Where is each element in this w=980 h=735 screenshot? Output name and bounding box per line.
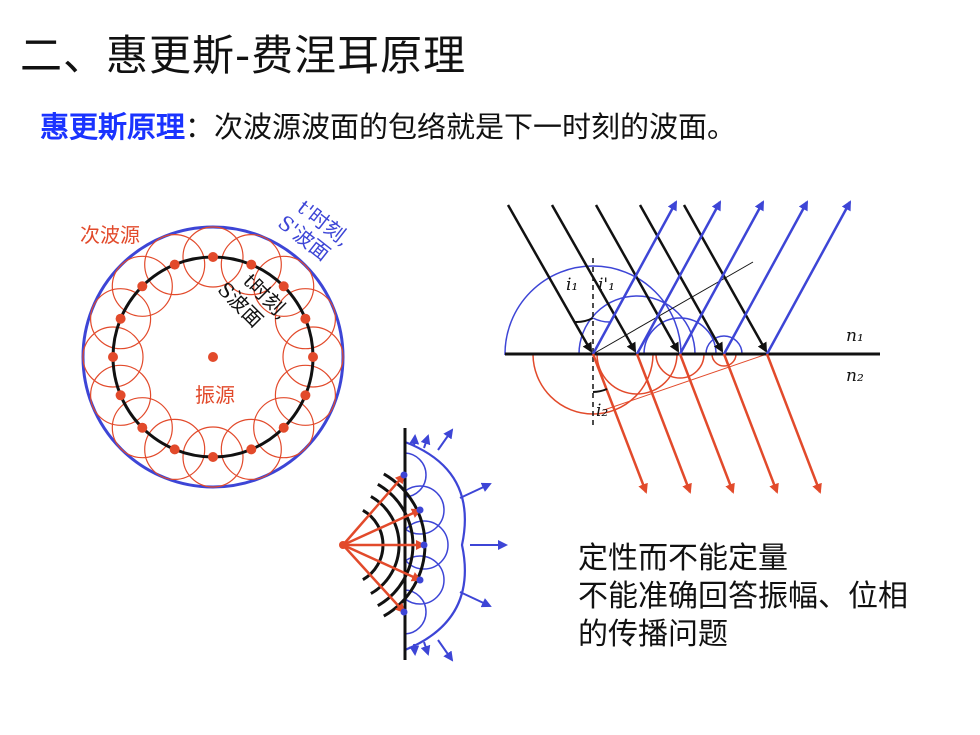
angle-arc-i1 (574, 317, 594, 324)
aperture-points (400, 471, 428, 616)
principle-statement: 惠更斯原理：次波源波面的包络就是下一时刻的波面。 (40, 104, 736, 146)
label-angle-i2: i₂ (596, 401, 608, 421)
note-line-1: 定性而不能定量 (578, 541, 788, 576)
aperture-diffraction-diagram (339, 428, 508, 662)
secondary-source-dot (137, 281, 148, 292)
secondary-wavelet (274, 364, 336, 426)
label-secondary-source: 次波源 (80, 223, 140, 247)
note-text: 定性而不能定量 不能准确回答振幅、位相 的传播问题 (578, 540, 908, 654)
secondary-source-dot (115, 390, 126, 401)
secondary-source-dot (208, 452, 218, 462)
vibration-source-dot (208, 352, 218, 362)
secondary-wavelet (182, 426, 244, 488)
angle-arc-i2 (592, 388, 608, 393)
secondary-wavelet (282, 326, 344, 388)
note-line-2: 不能准确回答振幅、位相 (578, 579, 908, 614)
slide-title: 二、惠更斯-费涅耳原理 (20, 31, 467, 80)
secondary-wavelet (82, 326, 144, 388)
secondary-wavelet (182, 226, 244, 288)
secondary-source-dot (278, 281, 289, 292)
outgoing-arrows (409, 428, 508, 662)
aperture-wavelets (405, 440, 466, 652)
secondary-wavelet (220, 234, 282, 296)
label-vibration-source: 振源 (195, 383, 235, 407)
principle-term: 惠更斯原理 (40, 110, 186, 144)
secondary-source-dot (246, 259, 257, 270)
note-line-3: 的传播问题 (578, 617, 728, 652)
secondary-wavelet (144, 418, 206, 480)
refracted-rays (591, 353, 822, 494)
secondary-source-dot (278, 422, 289, 433)
source-rays (342, 473, 426, 614)
secondary-wavelet (274, 288, 336, 350)
point-source (339, 541, 347, 549)
label-medium-n1: n₁ (846, 326, 864, 346)
secondary-wavelet (89, 364, 152, 426)
principle-text: ：次波源波面的包络就是下一时刻的波面。 (185, 110, 737, 144)
angle-arc-i1-prime (592, 317, 612, 323)
secondary-wavelet (144, 234, 206, 296)
label-angle-i1-prime: i'₁ (598, 275, 615, 295)
secondary-source-dot (208, 252, 218, 262)
secondary-source-dot (300, 390, 311, 401)
reflected-envelope (592, 261, 754, 355)
secondary-wavelet (111, 255, 173, 317)
reflected-rays (591, 200, 852, 355)
incident-rays (506, 204, 768, 353)
secondary-source-dot (169, 259, 180, 270)
label-medium-n2: n₂ (846, 366, 864, 386)
secondary-wavelet (89, 288, 152, 350)
huygens-circle-diagram: 次波源 振源 t'时刻, S'波面 t时刻, S波面 (80, 195, 355, 489)
secondary-source-dot (246, 444, 257, 455)
refracted-envelope (603, 353, 768, 411)
secondary-wavelets (82, 226, 344, 488)
secondary-wavelet (253, 255, 315, 317)
secondary-source-dot (300, 313, 311, 324)
reflection-refraction-diagram: i₁ i'₁ i₂ n₁ n₂ (504, 200, 880, 494)
secondary-source-dot (115, 313, 126, 324)
secondary-wavelet (253, 397, 315, 459)
secondary-wavelet (220, 418, 282, 480)
label-angle-i1: i₁ (566, 275, 578, 295)
secondary-source-dot (108, 352, 118, 362)
secondary-source-dot (308, 352, 318, 362)
secondary-source-dot (137, 422, 148, 433)
secondary-source-dot (169, 444, 180, 455)
secondary-source-dots (108, 252, 318, 462)
secondary-wavelet (111, 397, 173, 459)
